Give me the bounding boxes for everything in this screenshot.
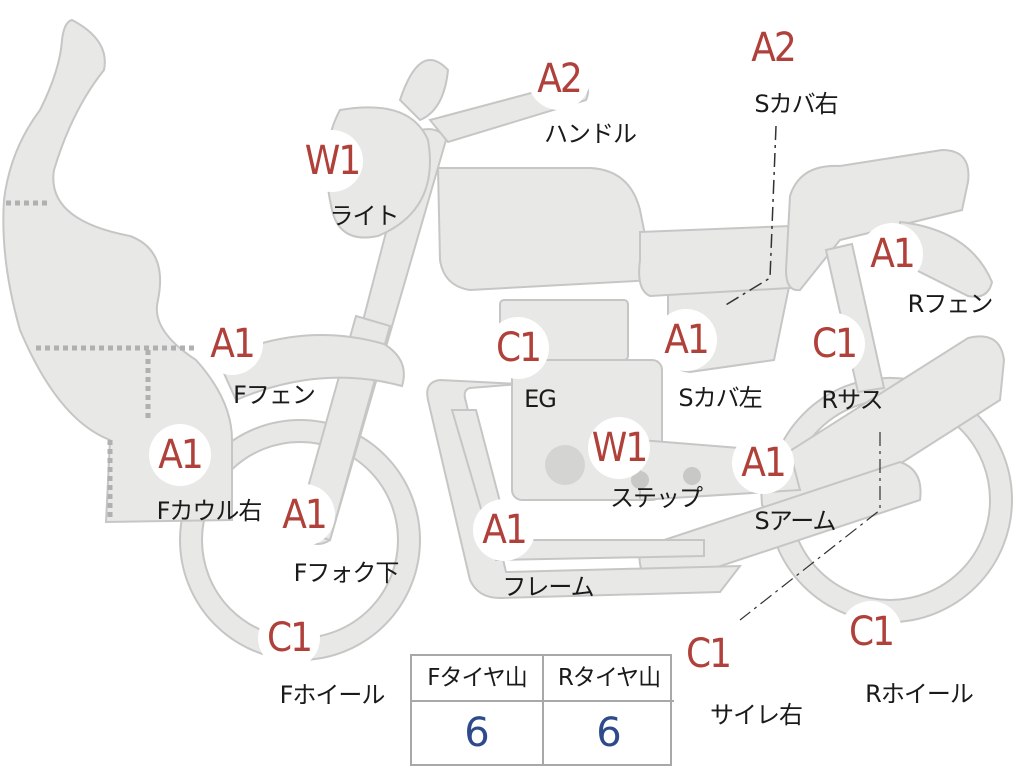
rear-tire-column: Rタイヤ山 6 xyxy=(542,656,674,764)
side-cover-left-grade-badge: A1 xyxy=(655,309,717,371)
side-cover-right-label: Sカバ右 xyxy=(754,90,838,118)
rear-tire-value: 6 xyxy=(596,710,622,756)
engine-label: EG xyxy=(524,385,557,413)
step-peg-left-shape xyxy=(631,471,649,489)
front-wheel-grade-badge: C1 xyxy=(258,607,320,669)
fuel-tank-shape xyxy=(436,167,656,292)
front-fork-lower-grade-badge: A1 xyxy=(273,484,335,546)
front-tire-header: Fタイヤ山 xyxy=(412,656,542,702)
front-fender-label: Fフェン xyxy=(233,381,316,409)
front-wheel-label: Fホイール xyxy=(279,681,386,709)
front-wheel-shape xyxy=(178,419,422,661)
rear-fender-grade-badge: A1 xyxy=(861,223,923,285)
front-cowl-right-label: Fカウル右 xyxy=(156,497,263,525)
step-label: ステップ xyxy=(610,484,703,512)
mirror-shape xyxy=(398,59,450,122)
rear-suspension-grade-badge: C1 xyxy=(803,313,865,375)
muffler-leader-line xyxy=(739,432,881,621)
tire-tread-table: Fタイヤ山 6 Rタイヤ山 6 xyxy=(410,654,674,766)
swing-arm-grade-badge: A1 xyxy=(732,432,794,494)
seat-rear-shape xyxy=(784,148,970,292)
rear-tire-header: Rタイヤ山 xyxy=(544,656,674,702)
rear-wheel-label: Rホイール xyxy=(865,680,974,708)
front-fork-lower-label: Fフォク下 xyxy=(293,559,400,587)
front-tire-value: 6 xyxy=(464,710,490,756)
front-cowl-shape xyxy=(2,18,233,524)
frame-loop-shape xyxy=(426,378,743,600)
rear-wheel-shape xyxy=(766,377,1014,623)
muffler-right-label: サイレ右 xyxy=(710,701,803,729)
frame-grade-badge: A1 xyxy=(473,499,535,561)
seat-front-shape xyxy=(638,224,791,298)
handle-label: ハンドル xyxy=(544,120,637,148)
rear-wheel-grade-badge: C1 xyxy=(840,601,902,663)
muffler-right-grade-badge: C1 xyxy=(677,623,739,685)
step-peg-right-shape xyxy=(683,467,701,485)
step-grade-badge: W1 xyxy=(588,417,650,479)
rear-fender-shape xyxy=(899,220,994,298)
handle-grade-badge: A2 xyxy=(528,48,590,110)
rear-fender-label: Rフェン xyxy=(907,290,994,318)
front-fender-grade-badge: A1 xyxy=(201,313,263,375)
front-cowl-right-grade-badge: A1 xyxy=(149,424,211,486)
light-label: ライト xyxy=(329,202,400,230)
rear-suspension-label: Rサス xyxy=(821,386,883,414)
front-fender-shape xyxy=(216,334,405,402)
side-cover-right-grade-badge: A2 xyxy=(742,17,804,79)
muffler-shape xyxy=(638,460,922,588)
engine-cover-shape xyxy=(545,445,585,485)
frame-label: フレーム xyxy=(502,573,594,601)
light-grade-badge: W1 xyxy=(301,130,363,192)
engine-grade-badge: C1 xyxy=(487,317,549,379)
front-tire-column: Fタイヤ山 6 xyxy=(412,656,542,764)
side-cover-left-label: Sカバ左 xyxy=(678,384,762,412)
swing-arm-label: Sアーム xyxy=(754,507,836,535)
